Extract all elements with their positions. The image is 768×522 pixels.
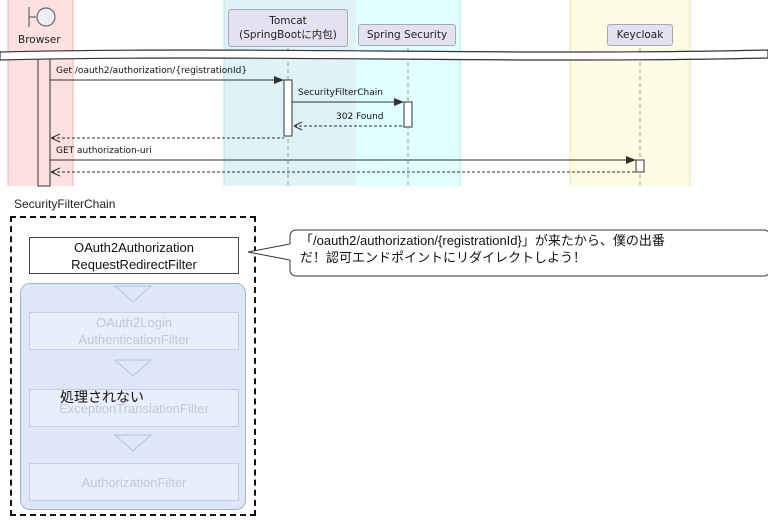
active-filter-line2: RequestRedirectFilter: [71, 256, 197, 272]
speech-bubble: [247, 229, 768, 277]
browser-activation: [37, 57, 51, 187]
arrow-security-filter-chain: [292, 98, 404, 106]
arrow-get-authorization-uri: [50, 156, 636, 164]
spring-security-participant: Spring Security: [358, 24, 456, 46]
boundary-icon: [28, 7, 56, 27]
arrow-302-found: [293, 121, 404, 131]
skipped-filter-authorization: AuthorizationFilter: [29, 463, 239, 501]
skipped-filter-exception-translation: ExceptionTranslationFilter: [29, 389, 239, 427]
arrow-get-authorization: [50, 76, 284, 84]
chain-border: [10, 216, 256, 516]
chevron-down-icon: [113, 285, 153, 303]
skipped-filter-line1: OAuth2Login: [96, 315, 172, 330]
break-separator: [0, 49, 768, 61]
active-filter: OAuth2Authorization RequestRedirectFilte…: [29, 237, 239, 274]
chevrons: [113, 285, 153, 452]
message-get-authorization: Get /oauth2/authorization/{registrationI…: [56, 66, 248, 76]
skipped-filter-line1: ExceptionTranslationFilter: [59, 400, 209, 416]
chevron-down-icon: [113, 434, 153, 452]
speech-bubble-text: 「/oauth2/authorization/{registrationId}」…: [300, 232, 768, 266]
tomcat-participant: Tomcat (SpringBootに内包): [228, 9, 348, 47]
speech-bubble-line2: だ！認可エンドポイントにリダイレクトしよう！: [300, 250, 587, 265]
speech-bubble-line1: 「/oauth2/authorization/{registrationId}」…: [300, 233, 665, 248]
tomcat-participant-line2: (SpringBootに内包): [239, 28, 337, 41]
tomcat-participant-line1: Tomcat: [269, 14, 307, 27]
skipped-filter-line1: AuthorizationFilter: [81, 474, 187, 490]
chain-title: SecurityFilterChain: [14, 197, 116, 211]
tomcat-activation: [283, 79, 293, 137]
browser-participant-label: Browser: [18, 34, 61, 46]
arrow-return-keycloak: [50, 167, 636, 177]
active-filter-line1: OAuth2Authorization: [74, 239, 194, 255]
keycloak-activation: [635, 159, 645, 173]
message-security-filter-chain: SecurityFilterChain: [298, 88, 383, 98]
security-activation: [403, 101, 413, 128]
keycloak-participant: Keycloak: [607, 24, 673, 46]
message-302-found: 302 Found: [336, 112, 384, 122]
chevron-down-icon: [113, 359, 153, 377]
skipped-filter-oauth2-login: OAuth2Login AuthenticationFilter: [29, 312, 239, 350]
arrow-return-browser: [50, 133, 284, 143]
skipped-label: 処理されない: [60, 389, 144, 405]
message-get-authorization-uri: GET authorization-uri: [56, 146, 152, 156]
skipped-filter-line2: AuthenticationFilter: [78, 332, 190, 347]
